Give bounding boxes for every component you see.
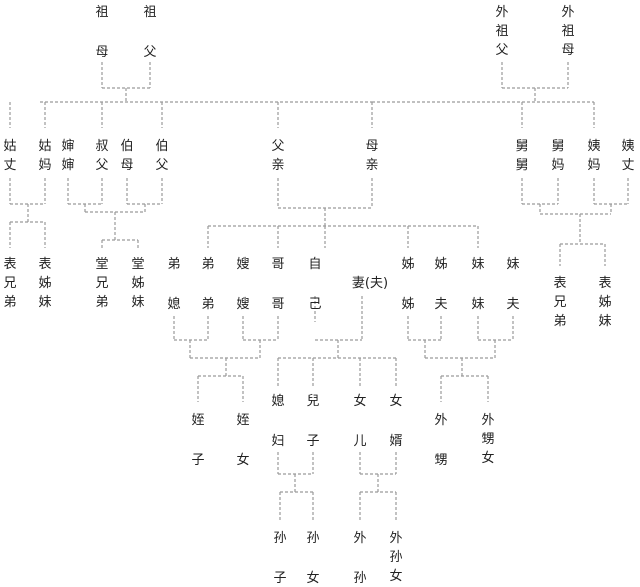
node-wai-sheng-nv-char: 女 — [481, 451, 495, 466]
node-jiu-ma-char: 舅 — [551, 139, 565, 154]
node-biao-zi-mei-paternal-char: 表 — [38, 257, 52, 272]
node-gu-zhang-char: 丈 — [3, 158, 17, 173]
node-paternal-grandfather-char: 父 — [143, 45, 157, 60]
node-maternal-grandfather-char: 外 — [495, 5, 509, 20]
node-maternal-grandmother-char: 外 — [561, 5, 575, 20]
node-paternal-grandfather-char: 祖 — [143, 5, 157, 20]
node-tang-zi-mei-char: 姊 — [131, 276, 145, 291]
node-gu-ma-char: 妈 — [38, 158, 52, 173]
node-tang-xiong-di-char: 弟 — [95, 295, 109, 310]
node-jiu-jiu-char: 舅 — [515, 139, 529, 154]
node-ge-ge-char: 哥 — [271, 297, 285, 312]
node-xi-fu-char: 媳 — [271, 394, 285, 409]
node-zhi-zi-char: 子 — [191, 453, 205, 468]
node-bo-mu-char: 母 — [120, 158, 134, 173]
node-biao-xiong-di-maternal-char: 表 — [553, 276, 567, 291]
node-er-zi-char: 子 — [306, 434, 320, 449]
node-maternal-grandmother-char: 母 — [561, 43, 575, 58]
node-shen-shen-char: 婶 — [61, 139, 75, 154]
node-bo-mu-char: 伯 — [120, 139, 134, 154]
node-bo-fu-char: 伯 — [155, 139, 169, 154]
node-jiu-ma-char: 妈 — [551, 158, 565, 173]
node-mu-qin-char: 亲 — [365, 158, 379, 173]
node-maternal-grandfather-char: 父 — [495, 43, 509, 58]
node-paternal-grandmother-char: 母 — [95, 45, 109, 60]
node-mei-fu-older-char: 夫 — [434, 297, 448, 312]
node-maternal-grandmother-char: 祖 — [561, 24, 575, 39]
node-di-di-char: 弟 — [201, 257, 215, 272]
node-mei-mei-char: 妹 — [471, 257, 485, 272]
node-biao-zi-mei-maternal-char: 妹 — [598, 314, 612, 329]
node-xi-fu-char: 妇 — [271, 434, 285, 449]
node-biao-zi-mei-paternal-char: 妹 — [38, 295, 52, 310]
node-di-di-char: 弟 — [201, 297, 215, 312]
node-zi-zi-char: 姊 — [401, 257, 415, 272]
node-yi-ma-char: 妈 — [587, 158, 601, 173]
node-wai-sun-nv-char: 女 — [389, 569, 403, 584]
node-tang-zi-mei-char: 堂 — [131, 257, 145, 272]
node-shu-fu-char: 叔 — [95, 139, 109, 154]
node-wai-sheng-nv-char: 外 — [481, 413, 495, 428]
node-sao-sao-char: 嫂 — [236, 297, 250, 312]
node-wai-sun-char: 孙 — [353, 571, 367, 586]
node-sao-sao-char: 嫂 — [236, 257, 250, 272]
node-zi-ji-char: 己 — [308, 297, 322, 312]
node-zhi-nv-char: 女 — [236, 453, 250, 468]
node-fu-qin-char: 父 — [271, 139, 285, 154]
node-biao-zi-mei-maternal-char: 表 — [598, 276, 612, 291]
node-biao-xiong-di-maternal-char: 弟 — [553, 314, 567, 329]
node-mei-fu-older-char: 姊 — [434, 257, 448, 272]
node-di-xi-char: 弟 — [167, 257, 181, 272]
node-tang-xiong-di-char: 堂 — [95, 257, 109, 272]
node-sun-nv-char: 孙 — [306, 531, 320, 546]
node-wai-sun-char: 外 — [353, 531, 367, 546]
node-biao-zi-mei-maternal-char: 姊 — [598, 295, 612, 310]
node-sun-zi-char: 子 — [273, 571, 287, 586]
node-shu-fu-char: 父 — [95, 158, 109, 173]
node-tang-xiong-di-char: 兄 — [95, 276, 109, 291]
node-qi-fu-label: 妻(夫) — [351, 276, 389, 291]
node-biao-xiong-di-paternal-char: 表 — [3, 257, 17, 272]
node-mei-mei-char: 妹 — [471, 297, 485, 312]
node-wai-sun-nv-char: 外 — [389, 531, 403, 546]
node-wai-sheng-char: 外 — [434, 413, 448, 428]
node-zi-zi-char: 姊 — [401, 297, 415, 312]
node-paternal-grandmother-char: 祖 — [95, 5, 109, 20]
node-maternal-grandfather-char: 祖 — [495, 24, 509, 39]
node-zhi-zi-char: 姪 — [191, 413, 205, 428]
node-ge-ge-char: 哥 — [271, 257, 285, 272]
node-sun-zi-char: 孙 — [273, 531, 287, 546]
node-nv-er-char: 女 — [353, 394, 367, 409]
node-nv-xu-char: 女 — [389, 394, 403, 409]
node-wai-sheng-char: 甥 — [434, 453, 448, 468]
node-zi-ji-char: 自 — [308, 257, 322, 272]
node-di-xi-char: 媳 — [167, 297, 181, 312]
node-yi-zhang-char: 姨 — [621, 139, 635, 154]
node-gu-ma-char: 姑 — [38, 139, 52, 154]
node-tang-zi-mei-char: 妹 — [131, 295, 145, 310]
node-bo-fu-char: 父 — [155, 158, 169, 173]
node-biao-xiong-di-paternal-char: 弟 — [3, 295, 17, 310]
node-mu-qin-char: 母 — [365, 139, 379, 154]
node-biao-xiong-di-paternal-char: 兄 — [3, 276, 17, 291]
node-sun-nv-char: 女 — [306, 571, 320, 586]
node-mei-fu-char: 夫 — [506, 297, 520, 312]
node-gu-zhang-char: 姑 — [3, 139, 17, 154]
node-biao-zi-mei-paternal-char: 姊 — [38, 276, 52, 291]
node-shen-shen-char: 婶 — [61, 158, 75, 173]
node-mei-fu-char: 妹 — [506, 257, 520, 272]
node-yi-zhang-char: 丈 — [621, 158, 635, 173]
node-wai-sun-nv-char: 孙 — [389, 550, 403, 565]
node-yi-ma-char: 姨 — [587, 139, 601, 154]
node-nv-xu-char: 婿 — [389, 434, 403, 449]
node-jiu-jiu-char: 舅 — [515, 158, 529, 173]
node-wai-sheng-nv-char: 甥 — [481, 432, 495, 447]
node-zhi-nv-char: 姪 — [236, 413, 250, 428]
node-nv-er-char: 儿 — [353, 434, 367, 449]
node-er-zi-char: 兒 — [306, 394, 320, 409]
node-fu-qin-char: 亲 — [271, 158, 285, 173]
node-biao-xiong-di-maternal-char: 兄 — [553, 295, 567, 310]
